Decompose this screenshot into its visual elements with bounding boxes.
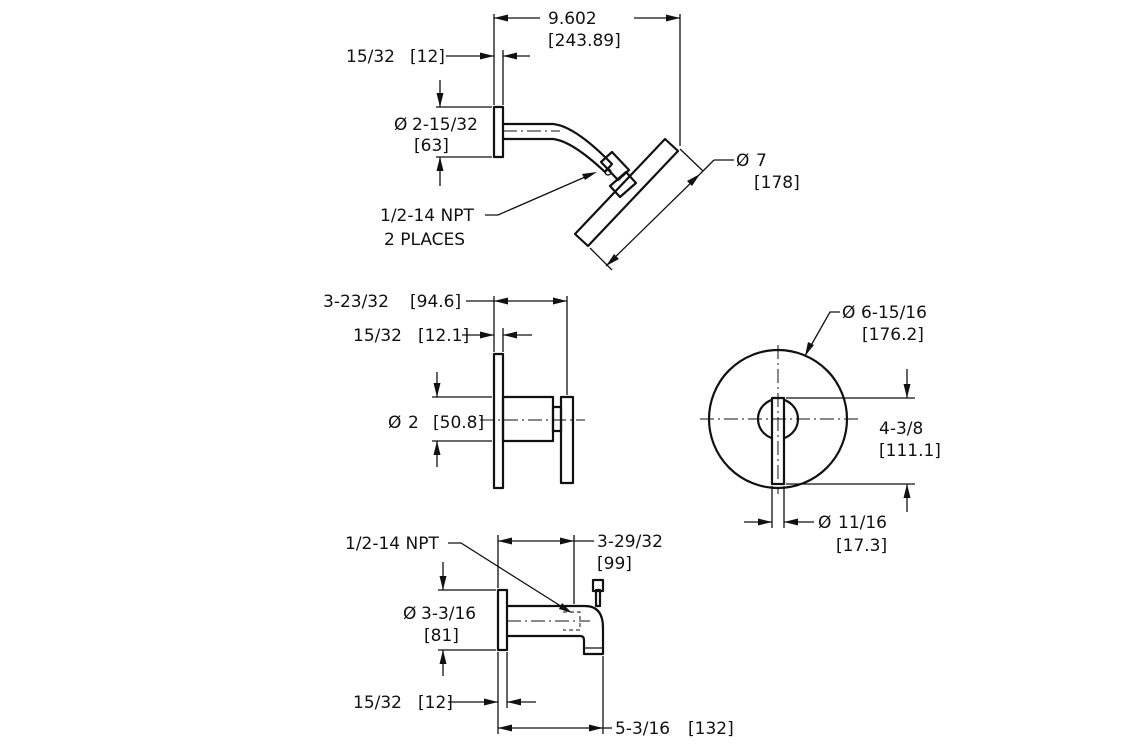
flange-diameter-label: 2-15/32 [412, 115, 478, 135]
valve-depth-mm-label: [94.6] [410, 292, 461, 312]
spout-flange-thickness-mm-label: [12] [418, 693, 453, 713]
handle-length-label: 4-3/8 [879, 419, 923, 439]
tub-spout-body [507, 604, 605, 656]
arrow [494, 14, 508, 22]
spout-thread-hidden [563, 611, 581, 631]
tub-spout-flange [496, 588, 509, 652]
arrow [503, 331, 517, 339]
diameter-symbol: Ø [842, 303, 855, 323]
overall-length-mm-label: [243.89] [548, 31, 621, 51]
arrow [687, 174, 700, 186]
flange-thickness-mm-label: [12] [410, 47, 445, 67]
shower-arm-flange [492, 105, 505, 159]
arrow [503, 52, 517, 60]
valve-handle [559, 395, 575, 485]
handle-length-mm-label: [111.1] [879, 441, 941, 461]
flange-thickness-label: 15/32 [346, 47, 395, 67]
arrow [484, 698, 498, 706]
shower-head-swivel [599, 150, 631, 182]
shower-head-face [573, 137, 680, 248]
leader-line [485, 173, 593, 216]
arrow [589, 724, 603, 732]
valve-handle-hub [551, 405, 563, 433]
head-diameter-mm-label: [178] [754, 173, 800, 193]
arrow [758, 518, 772, 526]
handle-width-mm-label: [17.3] [836, 536, 887, 556]
arrow [436, 157, 444, 171]
arrow [784, 518, 798, 526]
valve-body [501, 395, 555, 443]
leader-line [699, 159, 715, 175]
valve-depth-label: 3-23/32 [323, 292, 389, 312]
leader-line [804, 311, 840, 357]
ext-line [679, 148, 704, 172]
thread-places-label: 2 PLACES [384, 230, 465, 250]
arrow [606, 254, 619, 266]
diameter-symbol: Ø [394, 115, 407, 135]
valve-flange-thickness-mm-label: [12.1] [418, 326, 469, 346]
shower-head-body [608, 170, 638, 199]
arrow [433, 441, 441, 455]
diameter-symbol: Ø [736, 151, 749, 171]
diameter-symbol: Ø [388, 413, 401, 433]
valve-front-view: Ø 6-15/16 [176.2] 4-3/8 [111.1] Ø 11/16 … [700, 303, 941, 556]
swivel-nut-mark [604, 168, 612, 176]
leader-line [448, 542, 568, 611]
arrow [480, 52, 494, 60]
trim-diameter-mm-label: [176.2] [862, 325, 924, 345]
diverter-stem [594, 588, 602, 608]
spout-flange-thickness-label: 15/32 [353, 693, 402, 713]
arrow [560, 537, 574, 545]
tub-spout-view: 1/2-14 NPT 3-29/32 [99] Ø 3-3/16 [81] 15… [345, 532, 734, 739]
arrow [498, 724, 512, 732]
arrow [480, 331, 494, 339]
trim-diameter-label: 6-15/16 [861, 303, 927, 323]
arrow [903, 384, 911, 398]
spout-flange-diameter-label: 3-3/16 [421, 604, 476, 624]
diameter-symbol: Ø [818, 513, 831, 533]
arrow [433, 383, 441, 397]
arrow [666, 14, 680, 22]
arrow [553, 297, 567, 305]
valve-side-view: 3-23/32 [94.6] 15/32 [12.1] Ø 2 [50.8] [323, 292, 585, 490]
arrow [507, 698, 521, 706]
reach-to-diverter-mm-label: [99] [597, 554, 632, 574]
valve-trim-plate [492, 352, 505, 490]
arrow [903, 484, 911, 498]
overall-reach-mm-label: [132] [688, 719, 734, 739]
valve-body-diameter-label: 2 [408, 413, 419, 433]
arrow [582, 172, 597, 180]
arrow [439, 576, 447, 590]
spout-thread-note-label: 1/2-14 NPT [345, 534, 439, 554]
overall-reach-label: 5-3/16 [615, 719, 670, 739]
arrow [805, 342, 814, 356]
handle-width-label: 11/16 [838, 513, 887, 533]
overall-length-label: 9.602 [548, 9, 597, 29]
head-diameter-label: 7 [756, 151, 767, 171]
flange-diameter-mm-label: [63] [414, 136, 449, 156]
valve-body-diameter-mm-label: [50.8] [433, 413, 484, 433]
reach-to-diverter-label: 3-29/32 [597, 532, 663, 552]
dim-line [605, 173, 701, 267]
arrow [559, 603, 572, 613]
valve-flange-thickness-label: 15/32 [353, 326, 402, 346]
arrow [498, 537, 512, 545]
shower-arm [503, 122, 614, 174]
thread-note-label: 1/2-14 NPT [380, 206, 474, 226]
arrow [436, 93, 444, 107]
diameter-symbol: Ø [403, 604, 416, 624]
shower-head-view: 9.602 [243.89] 15/32 [12] Ø 2-15/32 [63]… [346, 9, 800, 271]
arrow [439, 650, 447, 664]
arrow [494, 297, 508, 305]
diverter-knob [591, 578, 605, 593]
ext-line [589, 247, 613, 271]
spout-flange-diameter-mm-label: [81] [424, 626, 459, 646]
